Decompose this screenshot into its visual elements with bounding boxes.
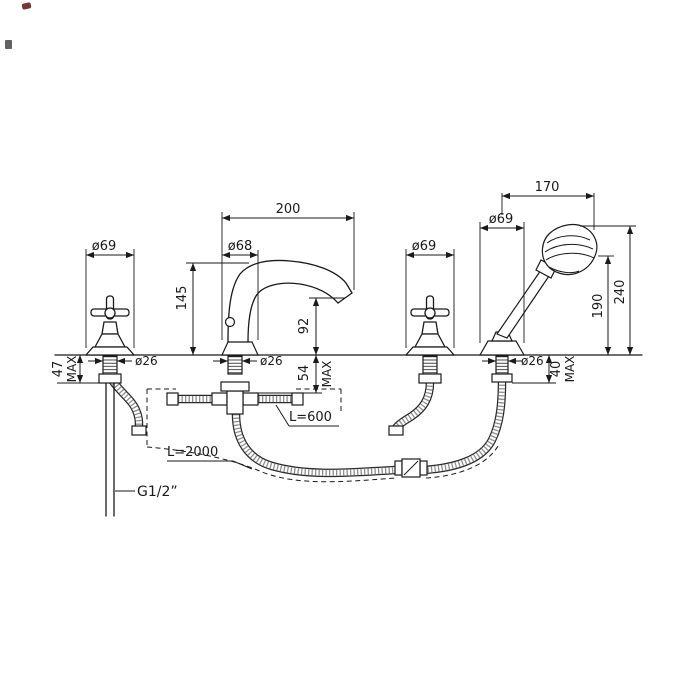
right-handle xyxy=(405,295,455,356)
label-hose-short: L=600 xyxy=(275,404,339,427)
dim-base-dia-center: ø26 xyxy=(213,354,283,368)
dim-shower-reach: 170 xyxy=(501,180,595,230)
hose-2000-label: L=2000 xyxy=(167,445,218,460)
dim-shower-outlet-height: 190 xyxy=(591,255,614,355)
threaded-shanks xyxy=(98,355,513,384)
dia-69-holder-label: ø69 xyxy=(489,212,514,227)
dim-base-dia-left: ø26 xyxy=(88,354,158,368)
dim-47-label: 47 xyxy=(51,361,66,378)
dim-40-label: 40 xyxy=(549,361,564,378)
dim-54-max-label: MAX xyxy=(320,361,334,388)
thread-size-label: G1/2” xyxy=(137,484,178,500)
dim-145-label: 145 xyxy=(175,286,190,311)
inlet-hoses xyxy=(108,377,435,431)
dia-26-right-label: ø26 xyxy=(521,354,544,368)
screenshot-artifact xyxy=(5,40,12,49)
dia-69-left-label: ø69 xyxy=(92,239,117,254)
supply-riser xyxy=(105,382,115,517)
dim-170-label: 170 xyxy=(535,180,560,195)
dim-92-label: 92 xyxy=(297,318,312,335)
dim-spout-base-dia: ø68 xyxy=(222,239,259,340)
dim-47-max-label: MAX xyxy=(65,356,79,383)
dim-40-max-label: MAX xyxy=(563,356,577,383)
dim-spout-outlet-height: 92 xyxy=(297,297,345,355)
dim-spout-height: 145 xyxy=(175,262,249,355)
dim-deck-max-right: 40 MAX xyxy=(512,355,577,384)
dim-spout-reach: 200 xyxy=(221,202,355,340)
hose-fittings xyxy=(131,381,404,436)
dia-69-right-label: ø69 xyxy=(412,239,437,254)
hose-connector xyxy=(394,458,428,478)
dia-26-left-label: ø26 xyxy=(135,354,158,368)
dimension-annotations: 200 ø68 ø69 ø69 ø69 xyxy=(51,180,636,500)
dim-holder-dia: ø69 xyxy=(479,212,525,343)
dim-deck-max-left: 47 MAX xyxy=(51,355,100,384)
dim-54-label: 54 xyxy=(297,365,312,382)
spout-detail-knob xyxy=(224,316,236,328)
dim-shower-top-height: 240 xyxy=(580,225,636,355)
hand-shower xyxy=(496,223,598,339)
dim-base-dia-right: ø26 xyxy=(482,354,544,368)
hose-envelope-dashed xyxy=(146,388,499,483)
label-hose-long: L=2000 xyxy=(167,445,253,470)
hose-600-label: L=600 xyxy=(289,410,332,425)
dim-deck-max-center: 54 MAX xyxy=(250,355,334,394)
dim-200-label: 200 xyxy=(276,202,301,217)
hand-shower-handle xyxy=(496,269,550,339)
dim-190-label: 190 xyxy=(591,294,606,319)
left-handle xyxy=(85,295,135,356)
label-thread: G1/2” xyxy=(115,484,178,500)
shower-hose xyxy=(231,381,507,478)
spout xyxy=(221,259,353,356)
dia-26-center-label: ø26 xyxy=(260,354,283,368)
dim-left-handle-dia: ø69 xyxy=(85,239,135,348)
dim-right-handle-dia: ø69 xyxy=(405,239,455,348)
dia-68-label: ø68 xyxy=(228,239,253,254)
dim-240-label: 240 xyxy=(613,280,628,305)
hand-shower-head xyxy=(541,223,598,276)
